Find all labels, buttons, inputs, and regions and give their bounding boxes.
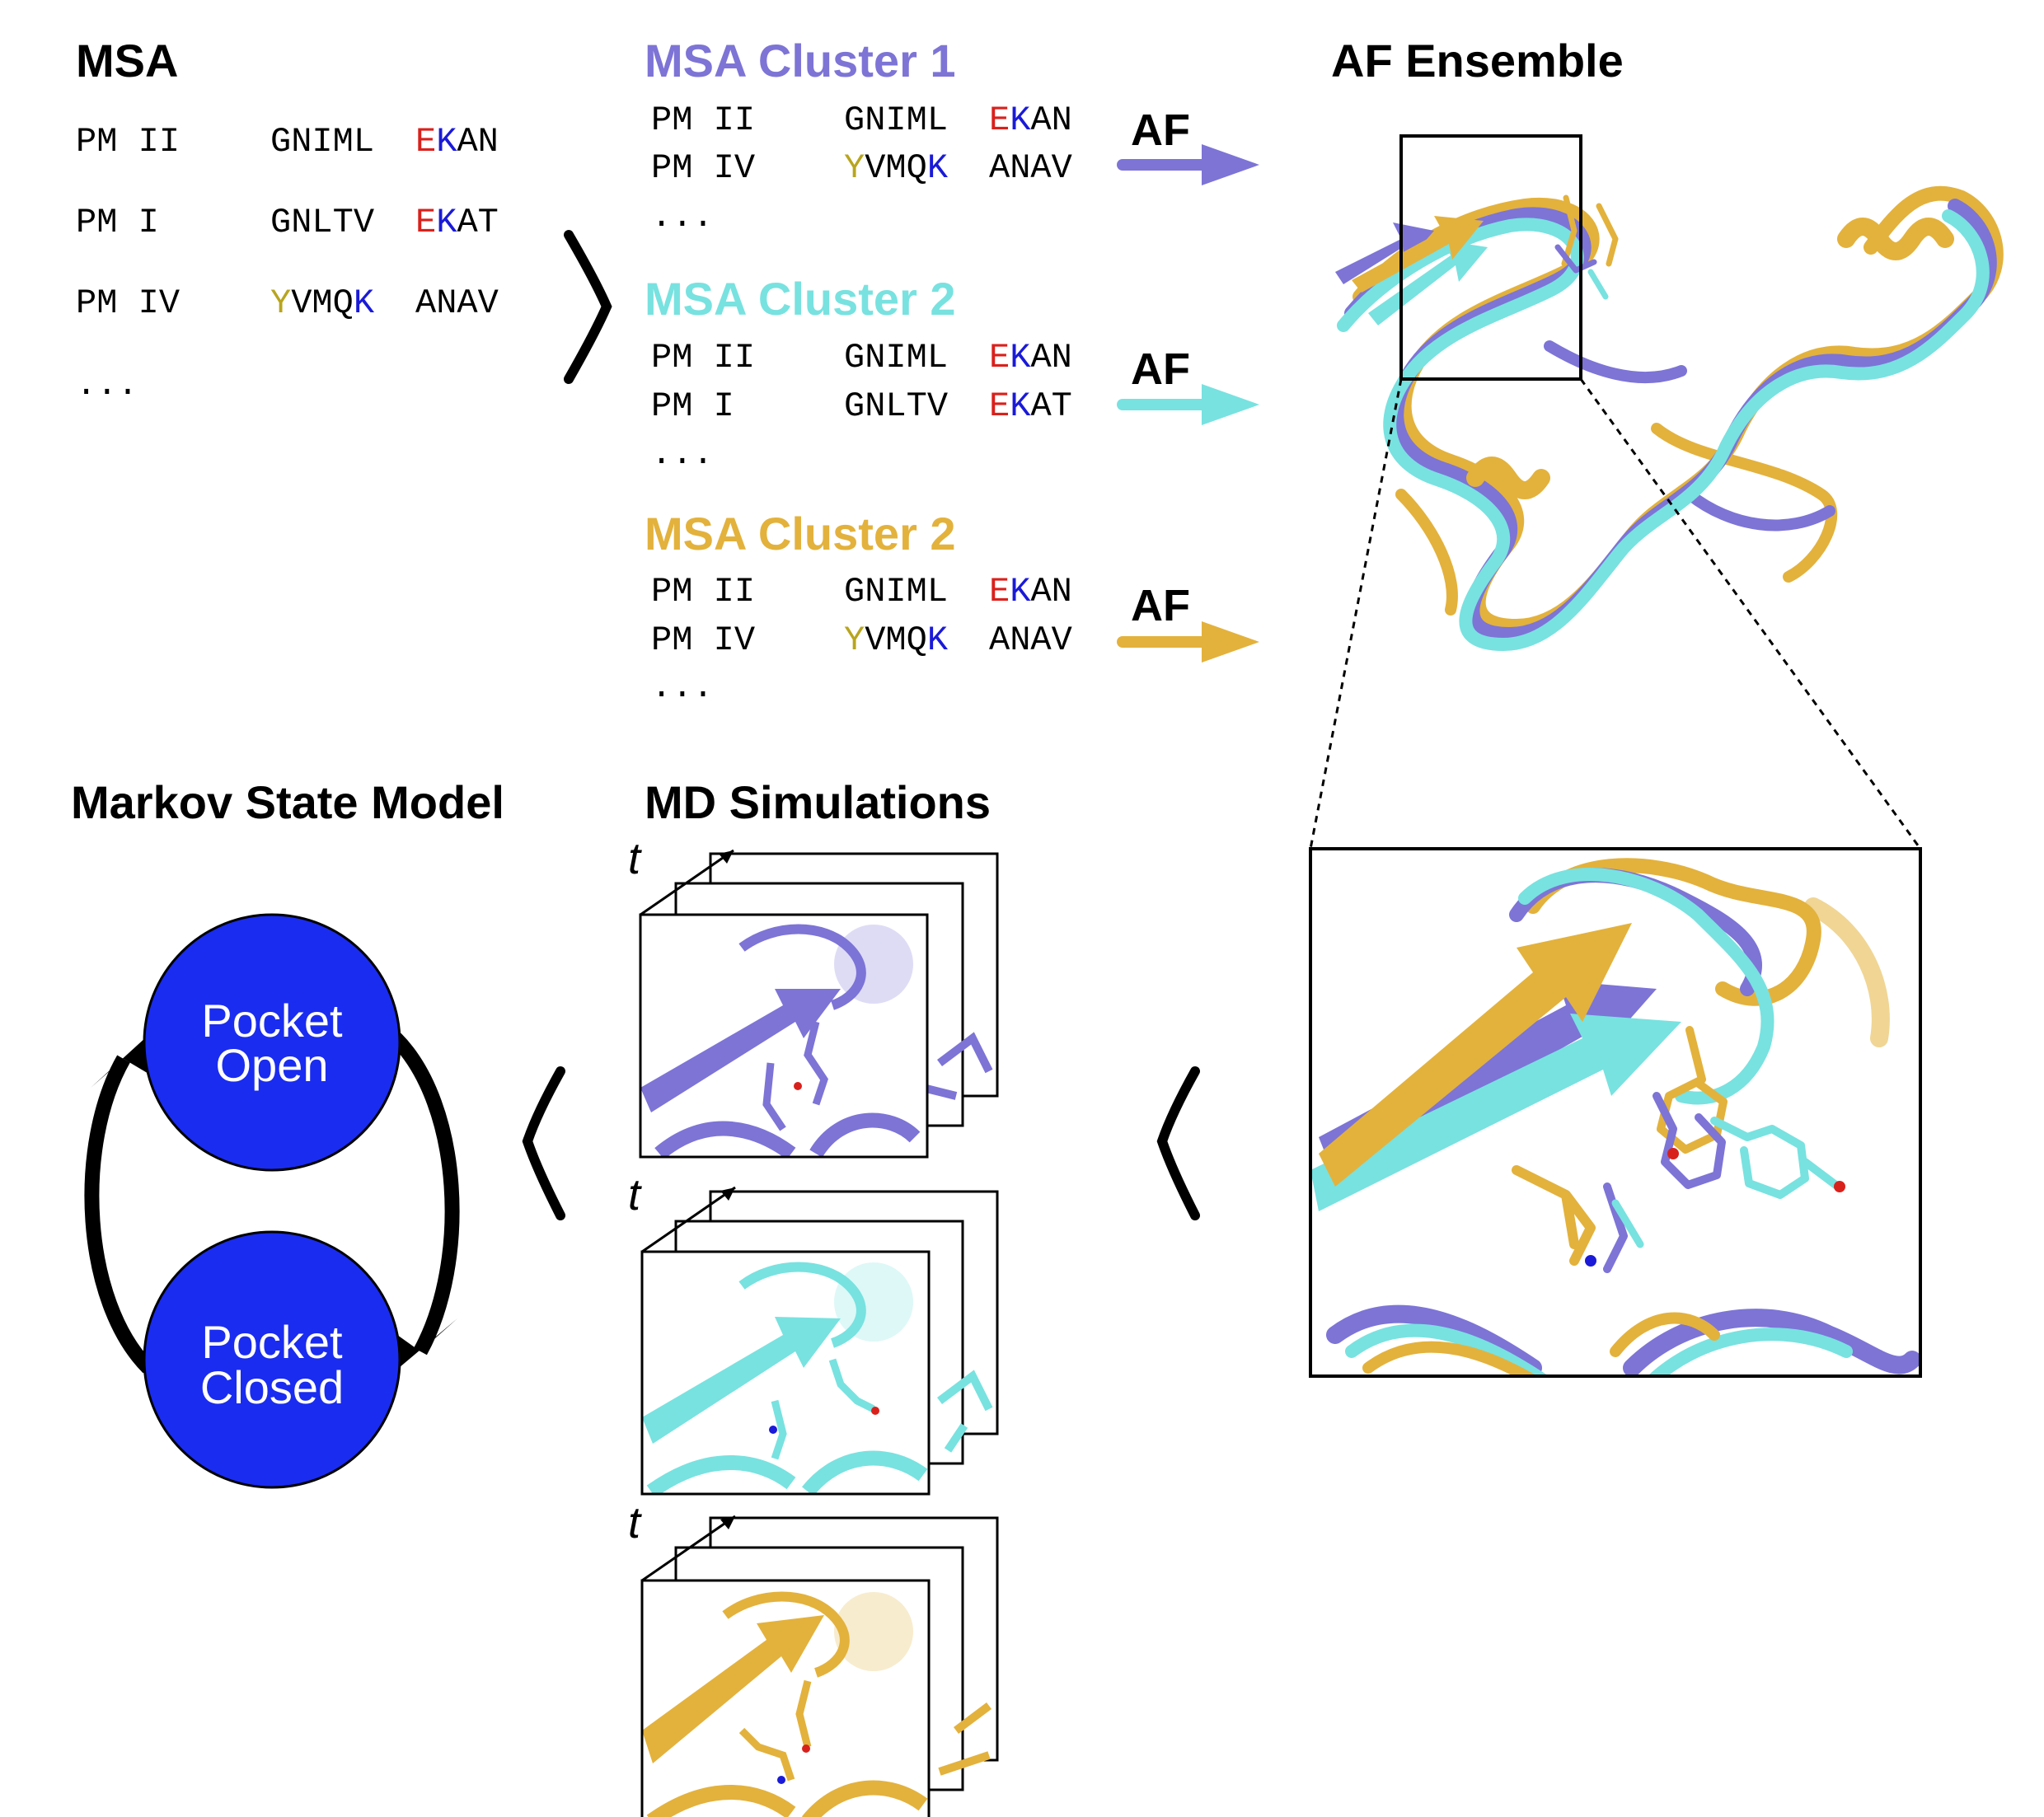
sequence-name: PM IV <box>76 283 180 323</box>
msa-cluster-3: MSA Cluster 2 PM II GNIML EKAN PM IV YVM… <box>645 508 1259 707</box>
msa-cluster-2: MSA Cluster 2 PM II GNIML EKAN PM I GNLT… <box>645 273 1259 474</box>
cluster-title: MSA Cluster 2 <box>645 508 956 560</box>
cluster-chevron-icon <box>564 230 612 384</box>
cluster-title: MSA Cluster 1 <box>645 35 956 87</box>
flow-chevron-icon <box>522 1066 565 1220</box>
sequence-segment: EKAT <box>415 203 499 242</box>
time-axis <box>640 849 734 916</box>
protein-ensemble-structure <box>1335 185 2004 651</box>
msa-panel: MSA PM II GNIML EKAN PM I GNLTV EKAT PM … <box>76 35 499 405</box>
sequence-segment: EKAN <box>989 101 1072 140</box>
af-label: AF <box>1131 581 1190 630</box>
state-label: Open <box>216 1039 329 1091</box>
msm-transition-arrows <box>84 1033 460 1374</box>
state-pocket-open: Pocket Open <box>143 913 401 1172</box>
state-pocket-closed: Pocket Closed <box>143 1230 401 1489</box>
msa-title: MSA <box>76 35 178 87</box>
sequence-segment: GNIML <box>844 572 948 611</box>
sequence-segment: ANAV <box>989 620 1072 660</box>
cluster-title: MSA Cluster 2 <box>645 273 956 325</box>
ellipsis: ... <box>651 667 714 707</box>
sequence-name: PM II <box>76 122 180 162</box>
sequence-segment: EKAN <box>989 338 1072 377</box>
af-label: AF <box>1131 105 1190 155</box>
ellipsis: ... <box>76 365 138 405</box>
zoom-region-box <box>1399 134 1582 381</box>
af-arrow-icon <box>1117 621 1259 663</box>
time-axis <box>641 1515 736 1582</box>
msa-row: PM I GNLTV EKAT <box>76 203 499 242</box>
sequence-name: PM I <box>76 203 159 242</box>
msm-title: Markov State Model <box>71 776 504 828</box>
sequence-segment: EKAN <box>989 572 1072 611</box>
md-trajectory-stack-1: t <box>628 834 999 1159</box>
sequence-segment: GNIML <box>844 101 948 140</box>
state-label: Pocket <box>201 1316 343 1368</box>
ellipsis: ... <box>651 434 714 474</box>
sequence-name: PM II <box>651 338 755 377</box>
msa-row: PM IV YVMQK ANAV <box>76 283 499 323</box>
af-arrow-icon <box>1117 384 1259 425</box>
md-title: MD Simulations <box>645 776 991 828</box>
sequence-name: PM I <box>651 386 734 426</box>
af-arrow-icon <box>1117 144 1259 185</box>
sequence-segment: GNIML <box>844 338 948 377</box>
sequence-segment: YVMQK <box>844 148 949 188</box>
pocket-zoom-inset <box>1309 847 1922 1378</box>
msa-cluster-1: MSA Cluster 1 PM II GNIML EKAN PM IV YVM… <box>645 35 1259 236</box>
sequence-name: PM II <box>651 572 755 611</box>
sequence-segment: GNLTV <box>844 386 948 426</box>
flow-chevron-icon <box>1156 1066 1200 1220</box>
md-trajectory-stack-3: t <box>628 1498 999 1817</box>
sequence-segment: YVMQK <box>270 283 375 323</box>
sequence-segment: ANAV <box>989 148 1072 188</box>
time-label: t <box>628 1498 642 1548</box>
sequence-segment: GNIML <box>270 122 374 162</box>
sequence-segment: EKAT <box>989 386 1072 426</box>
ellipsis: ... <box>651 197 714 236</box>
zoom-connector <box>1309 378 1403 850</box>
af-label: AF <box>1131 344 1190 394</box>
time-label: t <box>628 834 642 883</box>
sequence-segment: EKAN <box>415 122 499 162</box>
sequence-segment: ANAV <box>415 283 499 323</box>
time-label: t <box>628 1170 642 1220</box>
sequence-name: PM II <box>651 101 755 140</box>
sequence-name: PM IV <box>651 148 755 188</box>
state-label: Pocket <box>201 995 343 1047</box>
zoom-connector <box>1579 378 1922 850</box>
sequence-segment: YVMQK <box>844 620 949 660</box>
sequence-segment: GNLTV <box>270 203 374 242</box>
time-axis <box>641 1186 736 1253</box>
state-label: Closed <box>200 1361 344 1413</box>
sequence-name: PM IV <box>651 620 755 660</box>
md-trajectory-stack-2: t <box>628 1170 999 1496</box>
af-ensemble-title: AF Ensemble <box>1331 35 1624 87</box>
msa-row: PM II GNIML EKAN <box>76 122 499 162</box>
